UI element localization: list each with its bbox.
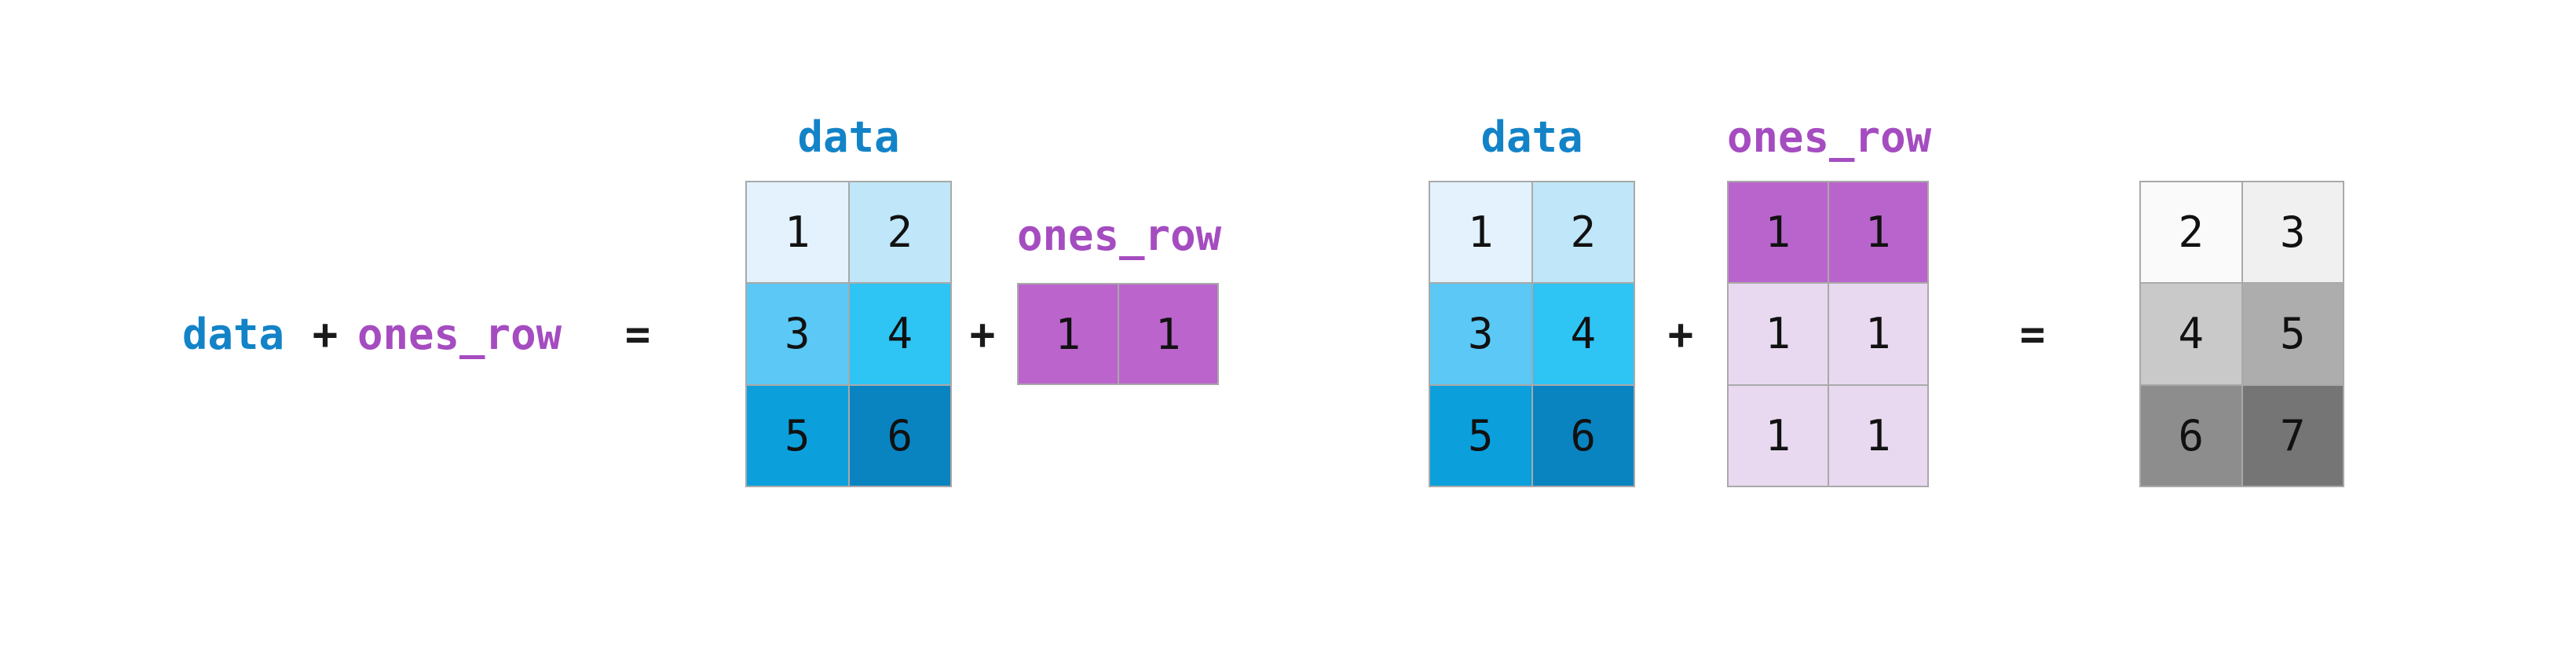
matrix-cell: 5 <box>1430 385 1531 486</box>
operator-plus-2: + <box>1667 310 1694 359</box>
matrix-cell: 2 <box>2141 182 2241 283</box>
matrix-cell: 1 <box>1430 182 1531 283</box>
matrix-cell: 1 <box>1118 284 1217 384</box>
expression-equals-sign: = <box>624 310 651 359</box>
matrix-cell: 2 <box>1532 182 1634 283</box>
matrix-cell: 1 <box>1828 385 1927 486</box>
matrix-cell: 1 <box>1729 182 1828 283</box>
matrix-cell: 6 <box>2141 385 2241 486</box>
label-data-left: data <box>797 112 900 162</box>
matrix-cell: 5 <box>747 385 848 486</box>
matrix-cell: 6 <box>1532 385 1634 486</box>
label-ones-row-broadcast: ones_row <box>1727 112 1932 162</box>
matrix-cell: 4 <box>2141 284 2241 384</box>
label-ones-row-small: ones_row <box>1017 211 1222 260</box>
matrix-cell: 3 <box>2242 182 2343 283</box>
matrix-cell: 6 <box>849 385 950 486</box>
expression-ones-row: ones_row <box>357 310 562 359</box>
expression-plus-sign: + <box>312 310 338 359</box>
matrix-cell: 5 <box>2242 284 2343 384</box>
matrix-cell: 4 <box>849 284 950 384</box>
matrix-cell: 1 <box>1828 182 1927 283</box>
matrix-cell: 2 <box>849 182 950 283</box>
matrix-cell: 1 <box>747 182 848 283</box>
matrix-cell: 3 <box>1430 284 1531 384</box>
operator-plus-1: + <box>969 310 996 359</box>
matrix-cell: 1 <box>1729 385 1828 486</box>
expression-data: data <box>182 310 285 359</box>
matrix-cell: 4 <box>1532 284 1634 384</box>
label-data-right: data <box>1480 112 1583 162</box>
matrix-cell: 1 <box>1019 284 1118 384</box>
matrix-cell: 1 <box>1729 284 1828 384</box>
matrix-cell: 7 <box>2242 385 2343 486</box>
operator-equals-2: = <box>2019 310 2046 359</box>
matrix-cell: 1 <box>1828 284 1927 384</box>
matrix-cell: 3 <box>747 284 848 384</box>
